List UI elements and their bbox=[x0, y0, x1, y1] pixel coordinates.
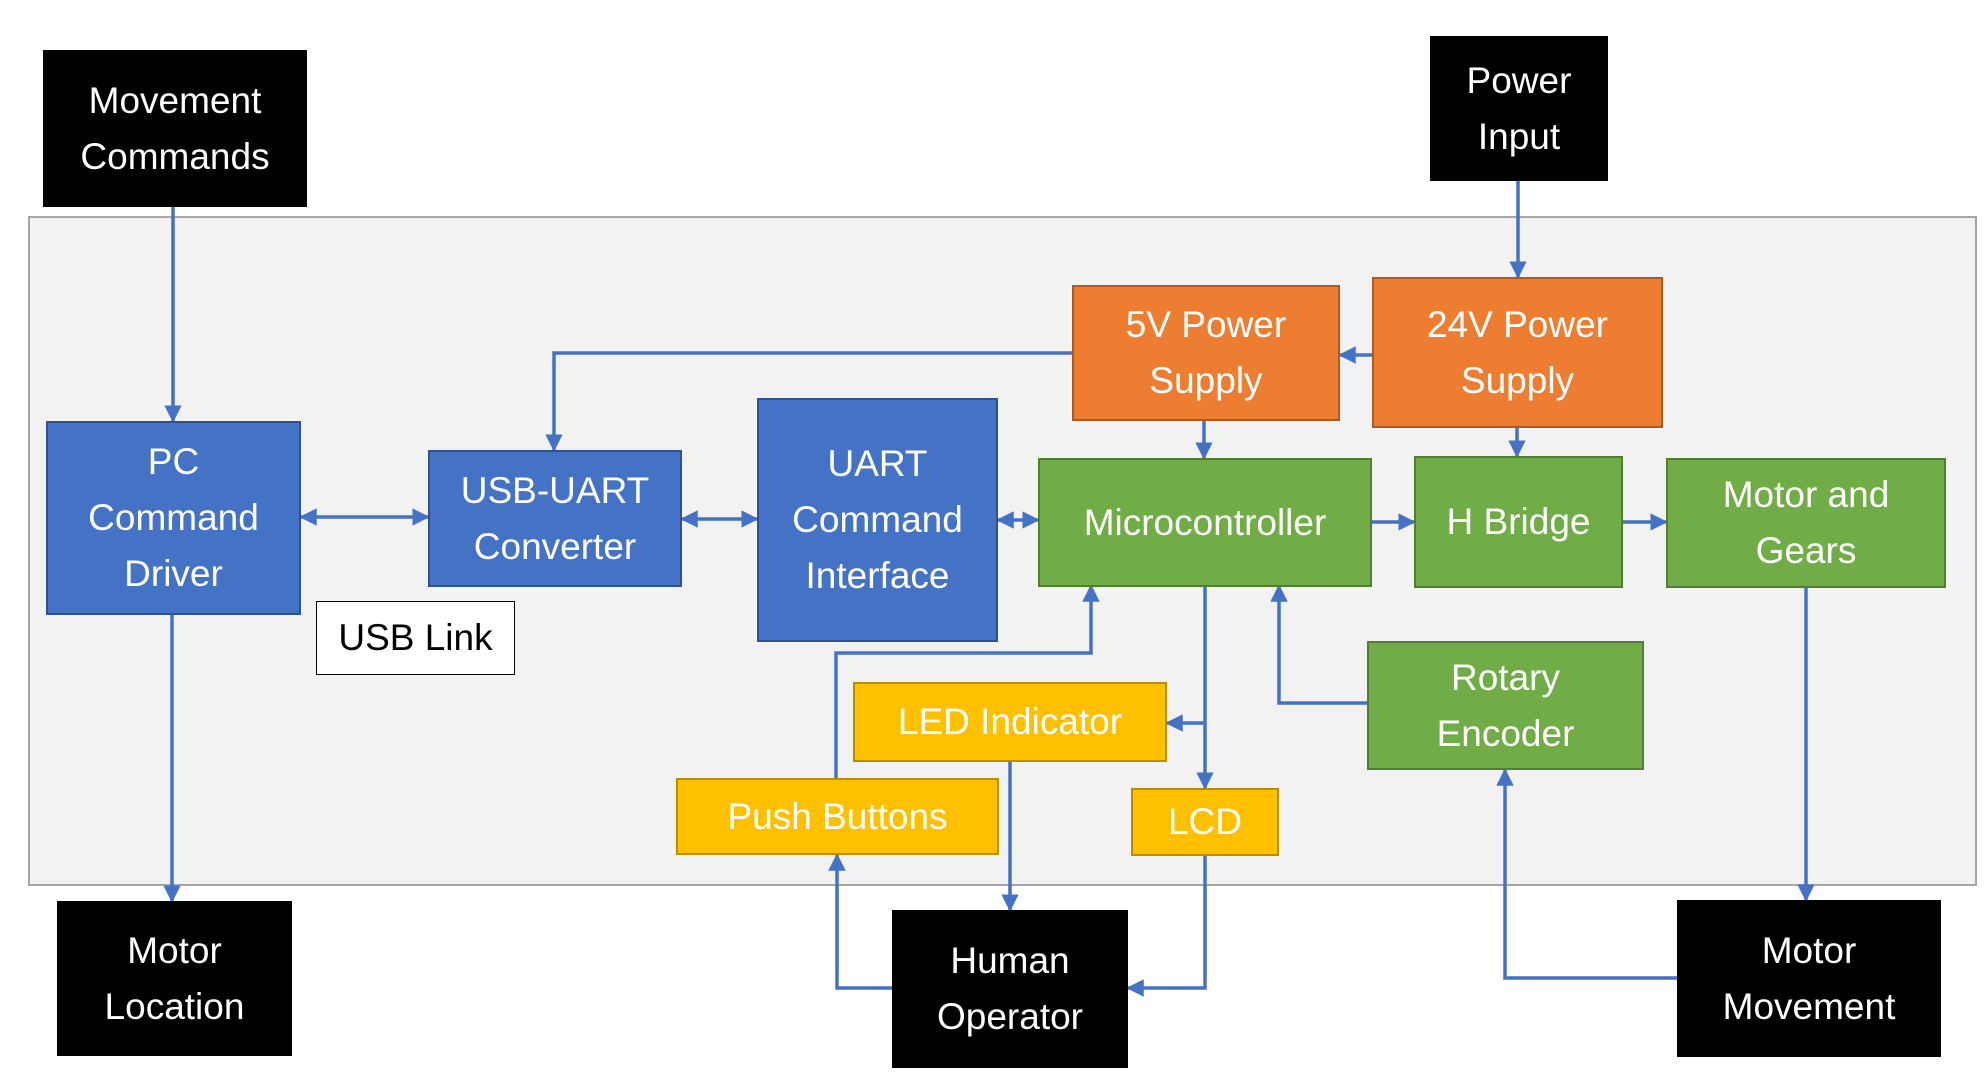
connector-lcd-to-operator bbox=[1126, 856, 1207, 997]
lcd-label: LCD bbox=[1167, 801, 1243, 842]
24v-power-supply-label: 24V Power Supply bbox=[1427, 303, 1608, 401]
uart-command-interface-label: UART Command Interface bbox=[792, 443, 963, 596]
connector-encoder-to-micro bbox=[1270, 584, 1367, 705]
rotary-encoder-block: Rotary Encoder bbox=[1367, 641, 1644, 770]
usb-uart-converter-block: USB-UART Converter bbox=[428, 450, 682, 587]
usb-link-label-box: USB Link bbox=[316, 601, 515, 675]
connector-5v-to-usb bbox=[545, 351, 1072, 452]
power-input-label: Power Input bbox=[1466, 59, 1572, 157]
h-bridge-block: H Bridge bbox=[1414, 456, 1623, 588]
movement-commands-label: Movement Commands bbox=[80, 79, 270, 177]
push-buttons-label: Push Buttons bbox=[727, 795, 948, 837]
human-operator-block: Human Operator bbox=[892, 910, 1128, 1068]
led-indicator-block: LED Indicator bbox=[853, 682, 1167, 762]
lcd-block: LCD bbox=[1131, 788, 1279, 856]
led-indicator-label: LED Indicator bbox=[897, 701, 1123, 742]
motor-movement-label: Motor Movement bbox=[1722, 929, 1896, 1027]
motor-and-gears-label: Motor and Gears bbox=[1722, 474, 1890, 571]
5v-power-supply-block: 5V Power Supply bbox=[1072, 285, 1340, 421]
connector-movement-to-encoder bbox=[1496, 768, 1677, 980]
movement-commands-block: Movement Commands bbox=[43, 50, 307, 207]
push-buttons-block: Push Buttons bbox=[676, 778, 999, 855]
human-operator-label: Human Operator bbox=[936, 940, 1083, 1037]
uart-command-interface-block: UART Command Interface bbox=[757, 398, 998, 642]
usb-uart-converter-label: USB-UART Converter bbox=[460, 469, 650, 567]
24v-power-supply-block: 24V Power Supply bbox=[1372, 277, 1663, 428]
pc-command-driver-block: PC Command Driver bbox=[46, 421, 301, 615]
motor-location-block: Motor Location bbox=[57, 901, 292, 1056]
h-bridge-label: H Bridge bbox=[1446, 501, 1591, 542]
power-input-block: Power Input bbox=[1430, 36, 1608, 181]
connector-operator-to-buttons bbox=[828, 853, 892, 990]
motor-location-label: Motor Location bbox=[104, 929, 245, 1027]
5v-power-supply-label: 5V Power Supply bbox=[1125, 304, 1287, 401]
motor-movement-block: Motor Movement bbox=[1677, 900, 1941, 1057]
pc-command-driver-label: PC Command Driver bbox=[88, 441, 259, 594]
rotary-encoder-label: Rotary Encoder bbox=[1436, 656, 1575, 754]
microcontroller-label: Microcontroller bbox=[1083, 501, 1327, 543]
microcontroller-block: Microcontroller bbox=[1038, 458, 1372, 587]
motor-and-gears-block: Motor and Gears bbox=[1666, 458, 1946, 588]
usb-link-label: USB Link bbox=[338, 617, 493, 658]
connector-buttons-to-micro bbox=[834, 584, 1100, 778]
